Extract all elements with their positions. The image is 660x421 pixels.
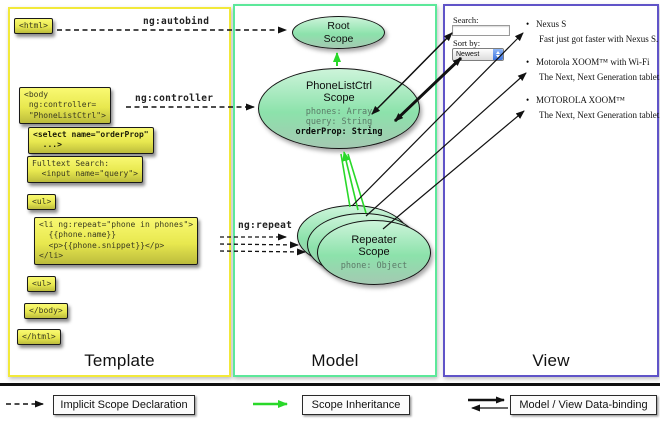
- code-ul-open: <ul>: [27, 194, 57, 211]
- label-ng-controller: ng:controller: [135, 93, 214, 104]
- prop-query: query: String: [305, 117, 373, 128]
- repeater-scope-ellipse-front: Repeater Scope phone: Object: [317, 220, 431, 285]
- code-body-close: </body>: [24, 303, 68, 320]
- phone-item-snippet: Fast just got faster with Nexus S.: [539, 34, 659, 44]
- phone-item-name: Motorola XOOM™ with Wi-Fi: [536, 57, 650, 67]
- select-stepper-icon: [493, 49, 503, 60]
- search-input[interactable]: [452, 25, 510, 36]
- label-ng-repeat: ng:repeat: [238, 220, 293, 231]
- phonelistctrl-scope-ellipse: PhoneListCtrl Scope phones: Array query:…: [258, 68, 420, 149]
- bullet-icon: •: [526, 95, 530, 105]
- code-ul-close: <ul>: [27, 276, 57, 293]
- sort-by-label: Sort by:: [453, 38, 481, 48]
- bullet-icon: •: [526, 19, 530, 29]
- legend-double-arrow-icon: [468, 396, 508, 412]
- bullet-icon: •: [526, 57, 530, 67]
- search-label: Search:: [453, 15, 479, 25]
- code-body-open: <body ng:controller= "PhoneListCtrl">: [19, 87, 111, 125]
- template-panel-label: Template: [84, 351, 155, 370]
- phone-item-snippet: The Next, Next Generation tablet.: [539, 72, 660, 82]
- prop-phones: phones: Array: [305, 106, 373, 117]
- sort-by-select[interactable]: Newest: [452, 48, 504, 61]
- prop-phone: phone: Object: [340, 261, 408, 272]
- view-panel-label: View: [532, 351, 570, 370]
- model-panel: Model: [233, 4, 437, 377]
- template-panel: Template: [8, 7, 231, 377]
- phone-item-name: MOTOROLA XOOM™: [536, 95, 625, 105]
- phone-item-snippet: The Next, Next Generation tablet.: [539, 110, 660, 120]
- legend-scope-inheritance: Scope Inheritance: [302, 395, 410, 415]
- prop-orderprop: orderProp: String: [295, 127, 383, 138]
- sort-by-selected-value: Newest: [456, 51, 480, 58]
- legend-implicit-scope-declaration: Implicit Scope Declaration: [53, 395, 195, 415]
- legend-model-view-data-binding: Model / View Data-binding: [510, 395, 657, 415]
- phone-item-name: Nexus S: [536, 19, 567, 29]
- code-li-repeat: <li ng:repeat="phone in phones"> {{phone…: [34, 217, 199, 265]
- code-html-open: <html>: [14, 18, 53, 35]
- repeater-scope-title: Repeater Scope: [351, 233, 397, 259]
- legend-divider: [0, 383, 660, 386]
- model-panel-label: Model: [311, 351, 359, 370]
- code-select: <select name="orderProp" ...>: [28, 127, 154, 154]
- label-ng-autobind: ng:autobind: [143, 16, 210, 27]
- code-html-close: </html>: [17, 329, 61, 346]
- code-fulltext-search: Fulltext Search: <input name="query">: [27, 156, 143, 183]
- root-scope-title: Root Scope: [323, 20, 354, 45]
- phonelistctrl-scope-title: PhoneListCtrl Scope: [305, 79, 373, 105]
- root-scope-ellipse: Root Scope: [292, 16, 385, 49]
